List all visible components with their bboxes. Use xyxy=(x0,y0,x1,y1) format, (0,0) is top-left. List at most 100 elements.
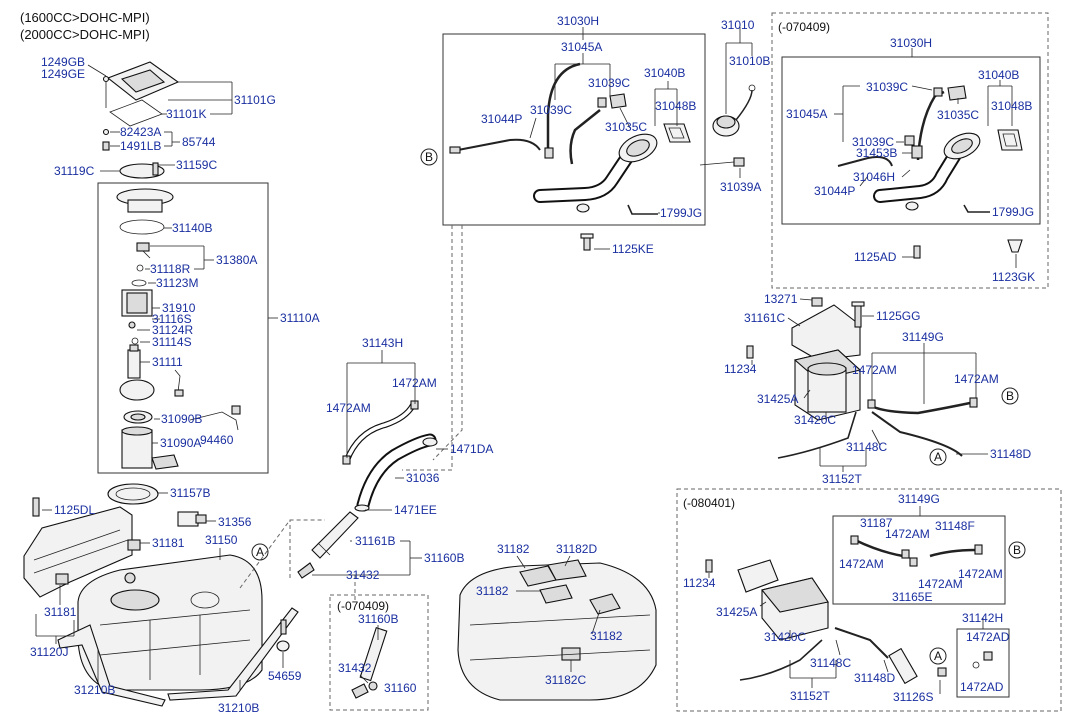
label-31432-alt: 31432 xyxy=(338,661,372,675)
label-31119c: 31119C xyxy=(54,164,95,178)
alt-bolt-1123gk xyxy=(1007,239,1023,253)
label-1472ad-a: 1472AD xyxy=(966,630,1010,644)
alt-canister-tag: (-080401) xyxy=(683,496,735,510)
label-31044p: 31044P xyxy=(481,112,522,126)
pump-housing xyxy=(119,369,184,401)
label-31045a-alt: 31045A xyxy=(786,107,827,121)
fuel-pump-assembly-frame xyxy=(97,182,269,474)
callout-a-1-letter: A xyxy=(256,545,264,559)
filler-neck-frame xyxy=(442,33,706,226)
vent-hose-31143h xyxy=(342,400,419,465)
label-31453b: 31453B xyxy=(856,146,897,160)
label-31148c-alt: 31148C xyxy=(810,656,851,670)
check-valve-31432 xyxy=(297,562,315,579)
label-31110a: 31110A xyxy=(280,311,320,325)
label-31148c: 31148C xyxy=(846,440,887,454)
valve-31356 xyxy=(177,511,207,527)
label-13271: 13271 xyxy=(764,292,798,306)
label-1472am-g: 1472AM xyxy=(958,567,1003,581)
lock-ring-31157b xyxy=(107,483,159,505)
callout-a-1: A xyxy=(251,543,269,561)
label-31048b-alt: 31048B xyxy=(991,99,1032,113)
label-31030h: 31030H xyxy=(557,14,599,28)
bolt-1125ke xyxy=(580,233,594,251)
label-31039a: 31039A xyxy=(720,180,761,194)
reservoir-31090a xyxy=(121,426,153,469)
label-31149g: 31149G xyxy=(902,330,944,344)
label-1472am-b: 1472AM xyxy=(326,401,371,415)
drain-hose-31044p xyxy=(449,138,541,154)
label-31210b-b: 31210B xyxy=(218,701,259,715)
label-31046h: 31046H xyxy=(853,170,895,184)
tank-strap-1 xyxy=(57,624,166,707)
label-31036: 31036 xyxy=(406,471,440,485)
label-31165e: 31165E xyxy=(892,590,932,604)
label-31039c-b: 31039C xyxy=(530,103,572,117)
bracket-1799jg xyxy=(627,204,658,215)
label-1472am-d: 1472AM xyxy=(954,372,999,386)
clip-31035c xyxy=(609,93,627,109)
callout-b-2: B xyxy=(1001,387,1019,405)
fuel-pump-31111 xyxy=(127,344,141,379)
label-1471ee: 1471EE xyxy=(394,503,437,517)
label-1249ge: 1249GE xyxy=(41,67,85,81)
label-31116s: 31116S xyxy=(152,312,192,326)
label-31044p-alt: 31044P xyxy=(814,184,855,198)
part-labels: 1249GB 1249GE 31101G 31101K 82423A 85744… xyxy=(30,14,1035,715)
alt-clamp-1 xyxy=(904,135,915,146)
label-31126s: 31126S xyxy=(893,690,933,704)
label-31161c: 31161C xyxy=(744,311,785,325)
label-1125ad: 1125AD xyxy=(854,250,897,264)
label-1472am-f: 1472AM xyxy=(839,557,884,571)
label-31090b: 31090B xyxy=(161,412,202,426)
label-31182-c: 31182 xyxy=(590,629,623,643)
label-1125dl: 1125DL xyxy=(54,503,95,517)
seal-31114s xyxy=(131,337,139,345)
label-31039c-alt1: 31039C xyxy=(866,80,908,94)
label-1472am-h: 1472AM xyxy=(918,577,963,591)
bolt-31159c xyxy=(152,162,159,176)
bolt-1125gg xyxy=(851,301,865,328)
label-31356: 31356 xyxy=(218,515,252,529)
bolt-31039a xyxy=(733,157,745,167)
alt-bolt-1125ad xyxy=(913,245,921,259)
gasket-31048b xyxy=(663,123,691,143)
label-31210b-a: 31210B xyxy=(74,683,115,697)
label-31040b: 31040B xyxy=(644,66,685,80)
callout-b-1: B xyxy=(420,148,438,166)
screw-1249 xyxy=(102,75,110,83)
engine-variant-2000: (2000CC>DOHC-MPI) xyxy=(20,27,150,42)
alt-hose-31149g xyxy=(850,535,983,567)
alt-bolt-11234 xyxy=(705,559,713,573)
label-31010: 31010 xyxy=(721,18,755,32)
alt-hose-subframe xyxy=(832,515,1006,605)
label-31181-a: 31181 xyxy=(152,536,185,550)
label-1472am-e: 1472AM xyxy=(885,527,930,541)
label-31090a: 31090A xyxy=(160,436,201,450)
label-31118r: 31118R xyxy=(150,262,191,276)
callout-b-3: B xyxy=(1008,541,1026,559)
label-1472am-c: 1472AM xyxy=(852,363,897,377)
label-31048b: 31048B xyxy=(655,99,696,113)
label-31045a: 31045A xyxy=(561,40,602,54)
alt-clamp-2 xyxy=(933,87,943,97)
label-31159c: 31159C xyxy=(176,158,217,172)
bolt-54659 xyxy=(276,619,290,652)
pad-31181a xyxy=(127,539,141,551)
label-31148d: 31148D xyxy=(990,447,1031,461)
pump-cover-plate xyxy=(106,61,180,101)
callout-a-3: A xyxy=(929,647,947,665)
label-31040b-alt: 31040B xyxy=(978,68,1019,82)
label-31149g-alt: 31149G xyxy=(898,492,940,506)
vent-hose-31149g xyxy=(867,397,978,415)
filler-tube-31161b xyxy=(311,511,359,559)
label-31120j: 31120J xyxy=(30,645,68,659)
canister-31420c xyxy=(793,349,862,421)
clamp-31039c-a xyxy=(544,147,554,159)
label-31161b: 31161B xyxy=(355,534,395,548)
label-31187: 31187 xyxy=(860,516,893,530)
label-31157b: 31157B xyxy=(170,486,210,500)
strainer-31090b xyxy=(123,410,153,424)
label-31152t: 31152T xyxy=(822,472,862,486)
